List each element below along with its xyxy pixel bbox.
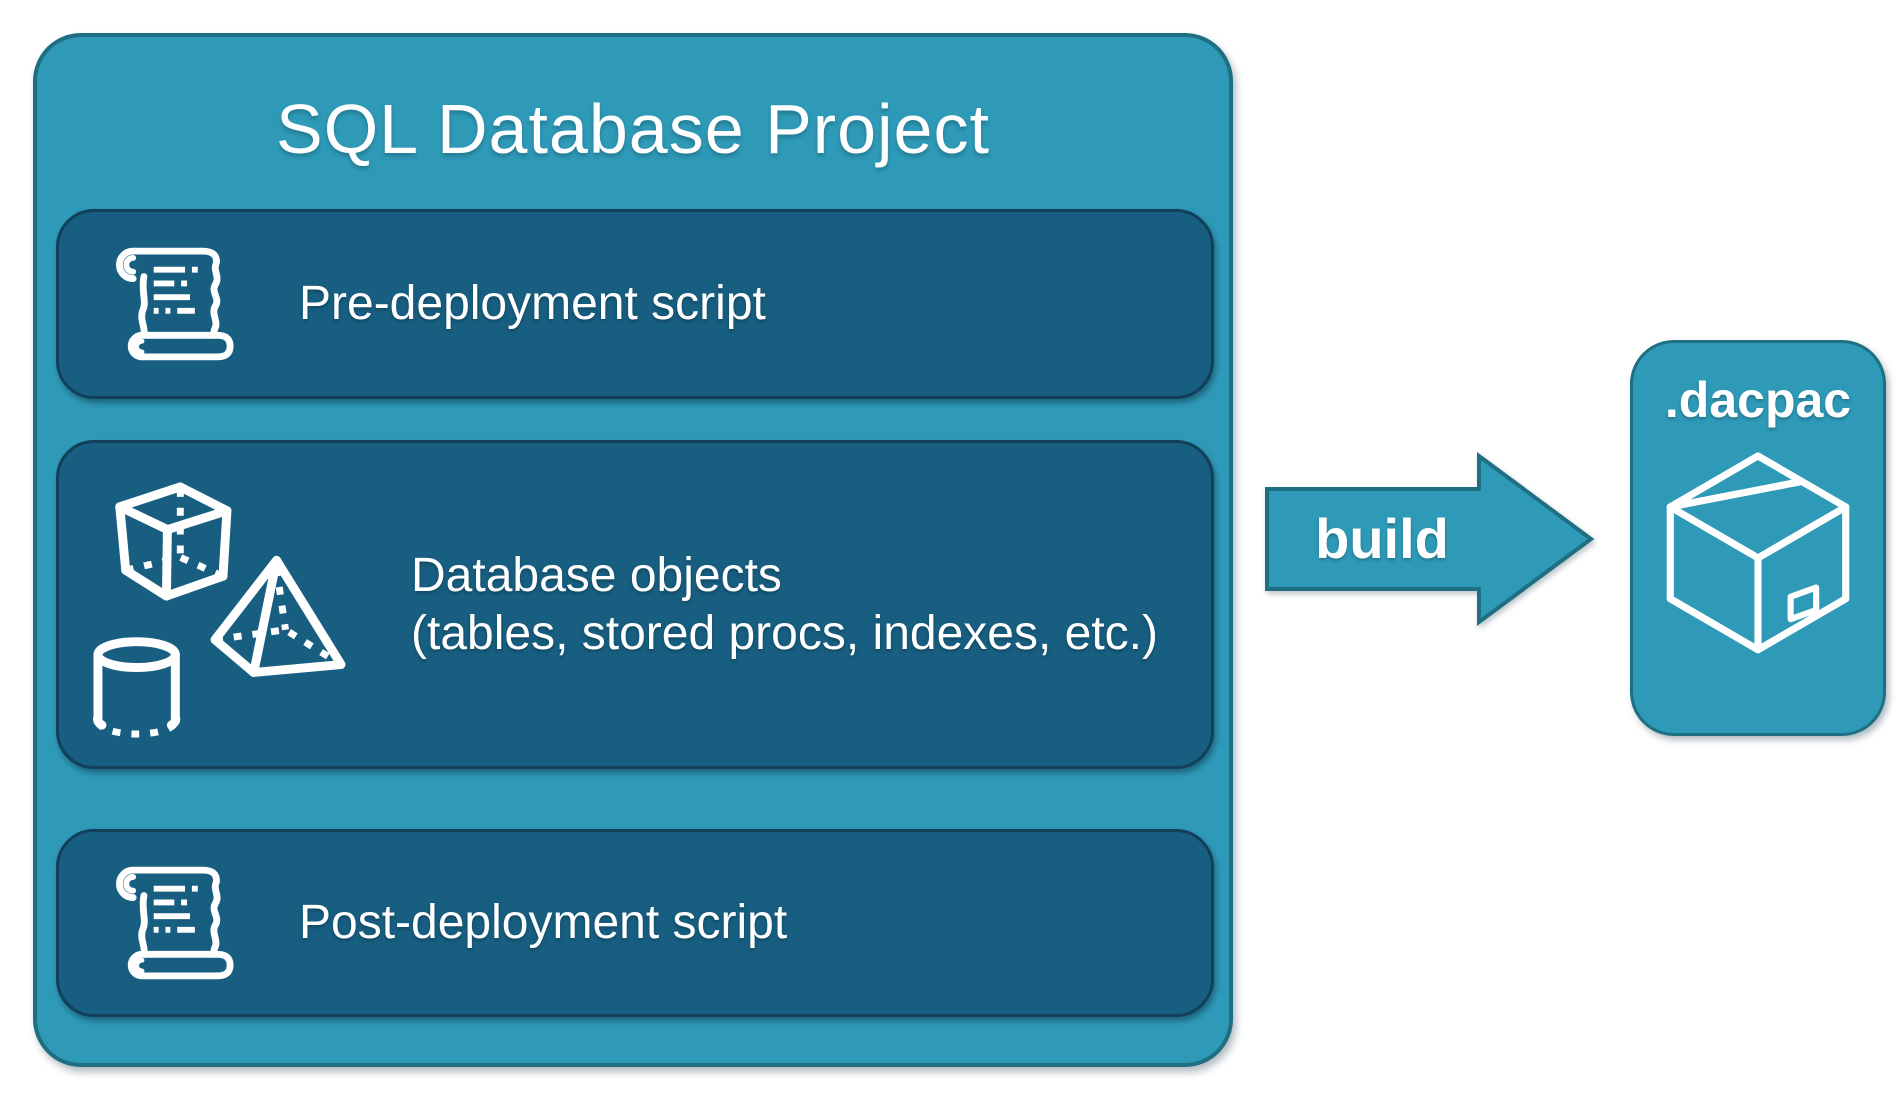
build-arrow-icon bbox=[1265, 452, 1595, 626]
database-objects-box: Database objects (tables, stored procs, … bbox=[56, 440, 1214, 769]
dacpac-label: .dacpac bbox=[1664, 372, 1852, 428]
pre-deployment-script-label: Pre-deployment script bbox=[299, 277, 766, 331]
database-objects-line1: Database objects bbox=[411, 548, 782, 602]
pre-deployment-script-box: Pre-deployment script bbox=[56, 209, 1214, 399]
post-deployment-script-box: Post-deployment script bbox=[56, 829, 1214, 1017]
scroll-icon bbox=[89, 245, 239, 363]
sql-database-project-box: SQL Database Project Pre-deplo bbox=[33, 33, 1233, 1067]
database-objects-line2: (tables, stored procs, indexes, etc.) bbox=[411, 606, 1158, 660]
database-objects-label: Database objects (tables, stored procs, … bbox=[411, 547, 1158, 662]
project-title: SQL Database Project bbox=[276, 90, 990, 168]
scroll-icon bbox=[89, 864, 239, 982]
shapes-icon bbox=[89, 469, 351, 741]
dacpac-box: .dacpac bbox=[1630, 340, 1886, 736]
package-icon bbox=[1656, 443, 1860, 684]
post-deployment-script-label: Post-deployment script bbox=[299, 896, 788, 950]
build-arrow-label: build bbox=[1315, 506, 1449, 570]
